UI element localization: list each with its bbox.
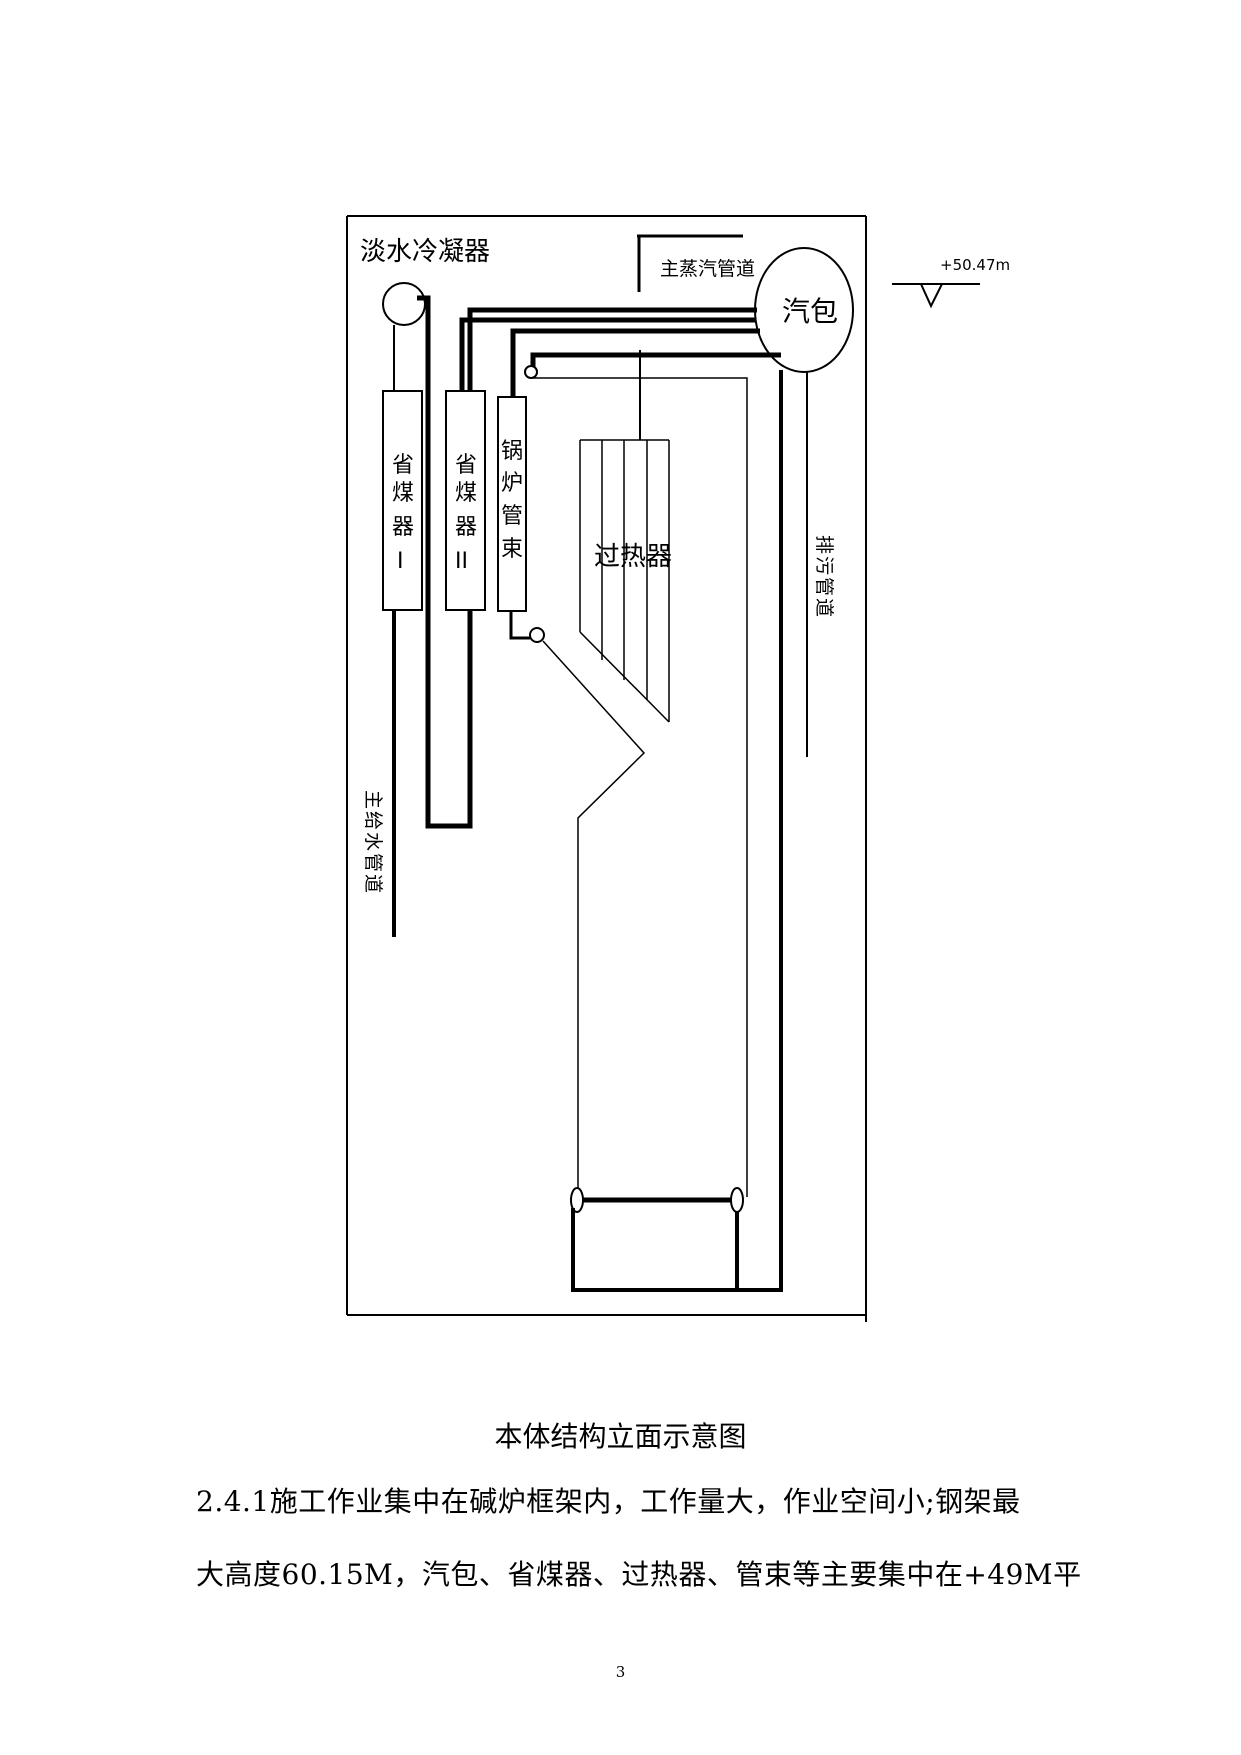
svg-text:道: 道 bbox=[813, 598, 835, 617]
svg-text:管: 管 bbox=[813, 577, 835, 596]
bottom-header-right bbox=[730, 1187, 744, 1213]
svg-text:道: 道 bbox=[362, 874, 384, 893]
svg-text:管: 管 bbox=[362, 853, 384, 872]
boiler-tube-bundle bbox=[497, 396, 527, 612]
condenser bbox=[382, 282, 426, 326]
svg-text:炉: 炉 bbox=[501, 471, 523, 496]
feedwater-pipe-label: 主 给 水 管 道 bbox=[362, 790, 384, 893]
downcomer-loop bbox=[571, 1208, 739, 1292]
economizer-2-label: 省 煤 器 II bbox=[455, 453, 477, 574]
boiler-elevation-diagram: 主蒸汽管道 +50.47m 汽包 淡水冷凝器 省 煤 器 I 省 煤 器 II … bbox=[346, 215, 1010, 1322]
paragraph-line-2: 大高度60.15M，汽包、省煤器、过热器、管束等主要集中在+49M平 bbox=[196, 1558, 1082, 1591]
paragraph-line-1: 2.4.1施工作业集中在碱炉框架内，工作量大，作业空间小;钢架最 bbox=[196, 1485, 1021, 1518]
drum-connection-pipes bbox=[417, 295, 781, 829]
svg-text:排: 排 bbox=[813, 535, 835, 554]
elevation-marker bbox=[892, 283, 980, 309]
svg-text:主: 主 bbox=[362, 790, 384, 809]
svg-text:II: II bbox=[455, 549, 468, 574]
blowdown-pipe-label: 排 污 管 道 bbox=[813, 535, 835, 617]
svg-text:污: 污 bbox=[813, 556, 835, 575]
svg-text:煤: 煤 bbox=[455, 481, 477, 506]
svg-text:器: 器 bbox=[455, 515, 477, 540]
svg-text:锅: 锅 bbox=[501, 439, 523, 464]
svg-text:省: 省 bbox=[392, 453, 414, 478]
header-node-lower bbox=[529, 627, 545, 643]
figure-caption: 本体结构立面示意图 bbox=[494, 1420, 747, 1453]
header-node-top bbox=[524, 365, 538, 379]
svg-text:水: 水 bbox=[362, 832, 384, 851]
condenser-label: 淡水冷凝器 bbox=[360, 237, 490, 267]
svg-text:束: 束 bbox=[501, 537, 523, 562]
svg-text:煤: 煤 bbox=[392, 481, 414, 506]
outer-frame bbox=[346, 215, 867, 1322]
drum-downcomer bbox=[737, 370, 783, 1292]
steam-drum-label: 汽包 bbox=[782, 295, 838, 328]
page-number: 3 bbox=[615, 1663, 626, 1681]
svg-text:I: I bbox=[397, 549, 404, 574]
superheater bbox=[579, 439, 670, 723]
main-steam-pipe bbox=[637, 234, 743, 440]
superheater-label: 过热器 bbox=[594, 542, 672, 572]
svg-text:管: 管 bbox=[501, 504, 523, 529]
elevation-label: +50.47m bbox=[940, 256, 1010, 274]
svg-text:省: 省 bbox=[455, 453, 477, 478]
economizer-1 bbox=[382, 390, 423, 611]
tube-bundle-label: 锅 炉 管 束 bbox=[501, 439, 523, 562]
economizer-1-label: 省 煤 器 I bbox=[392, 453, 414, 574]
svg-text:给: 给 bbox=[362, 811, 384, 830]
economizer-2 bbox=[445, 390, 486, 611]
furnace-outline bbox=[531, 377, 748, 1197]
svg-text:器: 器 bbox=[392, 515, 414, 540]
main-steam-pipe-label: 主蒸汽管道 bbox=[660, 258, 755, 280]
